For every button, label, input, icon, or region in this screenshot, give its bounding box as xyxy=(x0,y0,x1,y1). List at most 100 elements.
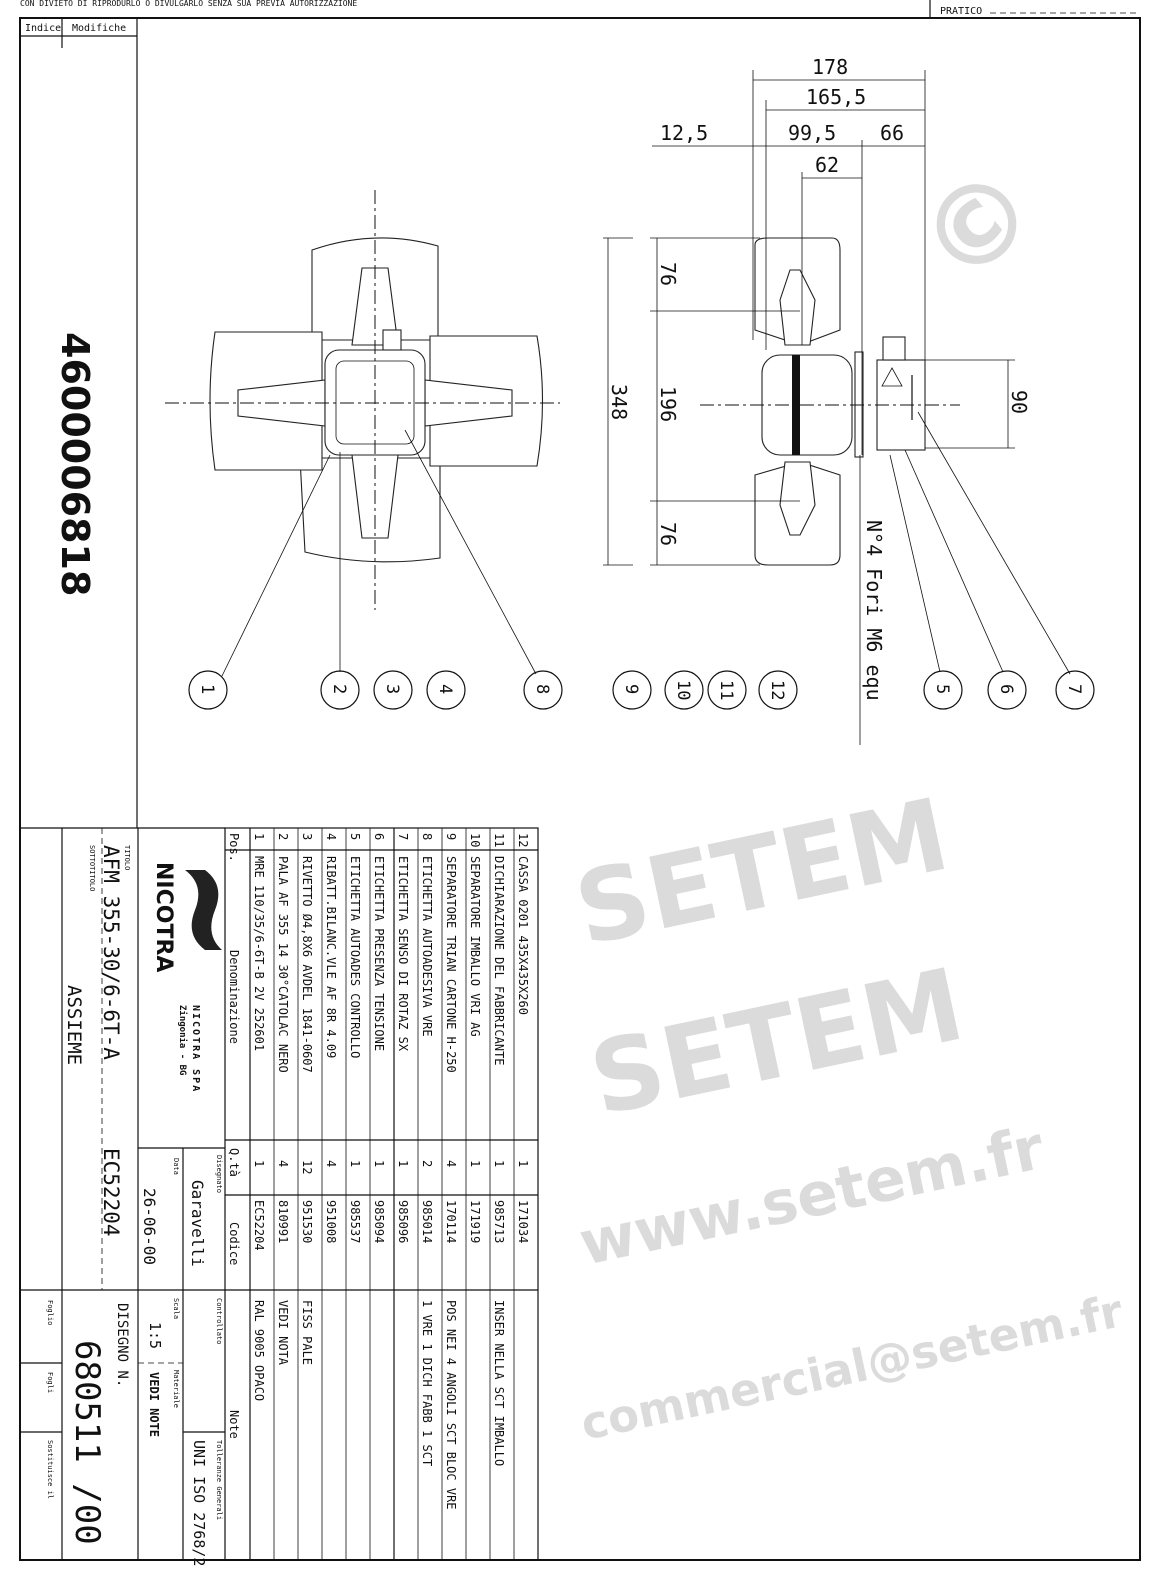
cell-desc: CASSA 0201 435X435X260 xyxy=(516,856,530,1015)
dim-348: 348 xyxy=(607,384,631,420)
cell-qty: 4 xyxy=(324,1160,338,1167)
dim-196: 196 xyxy=(656,386,680,422)
date: 26-06-00 xyxy=(140,1188,159,1265)
sottotitolo-label: SOTTOTITOLO xyxy=(88,845,96,891)
title-block: NICOTRA NICOTRA SPA Zingonia - BG TITOLO… xyxy=(20,827,225,1566)
dim-99-5: 99,5 xyxy=(788,121,836,145)
balloon-label: 5 xyxy=(932,684,952,694)
dimensions: 178 165,5 12,5 99,5 66 62 348 76 196 76 … xyxy=(603,55,1031,745)
parts-table-border xyxy=(224,827,539,1561)
cell-note: VEDI NOTA xyxy=(276,1300,290,1366)
leader-5 xyxy=(889,454,941,673)
cell-pos: 7 xyxy=(396,833,410,840)
fogli-label: Fogli xyxy=(46,1372,54,1393)
balloon-label: 4 xyxy=(435,684,455,694)
side-spider-top xyxy=(779,269,816,346)
company-location: Zingonia - BG xyxy=(177,1005,188,1075)
header-qty: Q.tà xyxy=(227,1148,241,1177)
watermark-copyright: © xyxy=(894,141,1061,310)
balloon-8: 8 xyxy=(523,670,563,710)
cell-desc: ETICHETTA SENSO DI ROTAZ SX xyxy=(396,856,410,1052)
data-label: Data xyxy=(172,1158,180,1175)
cell-pos: 1 xyxy=(252,833,266,840)
cell-qty: 1 xyxy=(348,1160,362,1167)
balloon-3: 3 xyxy=(373,670,413,710)
drawn-by: Garavelli xyxy=(188,1180,207,1267)
dim-90: 90 xyxy=(1007,390,1031,414)
watermark: SETEM SETEM www.setem.fr commercial@sete… xyxy=(566,141,1128,1451)
balloon-circle xyxy=(664,670,704,710)
cell-code: 951530 xyxy=(300,1200,314,1243)
cell-code: 810991 xyxy=(276,1200,290,1243)
header-codice: Codice xyxy=(227,1222,241,1265)
watermark-url: www.setem.fr xyxy=(574,1113,1051,1280)
cell-code: 171034 xyxy=(516,1200,530,1243)
materiale-label: Materiale xyxy=(172,1370,180,1408)
dim-76-top: 76 xyxy=(656,262,680,286)
cell-code: 985713 xyxy=(492,1200,506,1243)
title: AFM 355-30/6-6T-A xyxy=(99,845,123,1060)
terminal-box-gland xyxy=(882,336,906,361)
cell-qty: 1 xyxy=(492,1160,506,1167)
cell-pos: 6 xyxy=(372,833,386,840)
cell-qty: 2 xyxy=(420,1160,434,1167)
header-note: Note xyxy=(227,1410,241,1439)
balloon-label: 7 xyxy=(1064,684,1084,694)
balloon-label: 10 xyxy=(673,680,693,700)
cell-note: FISS PALE xyxy=(300,1300,314,1365)
balloon-9: 9 xyxy=(612,670,652,710)
cell-code: 985096 xyxy=(396,1200,410,1243)
scale: 1:5 xyxy=(146,1322,164,1349)
cell-pos: 5 xyxy=(348,833,362,840)
drawing-number: 680511 /00 xyxy=(67,1340,107,1545)
balloon-label: 2 xyxy=(329,684,349,694)
balloon-circle xyxy=(188,670,228,710)
disegno-label: DISEGNO N. xyxy=(114,1303,130,1387)
dim-66: 66 xyxy=(880,121,904,145)
article-number: 4600006818 xyxy=(53,332,97,596)
nicotra-logo-text: NICOTRA xyxy=(151,862,176,972)
balloon-1: 1 xyxy=(188,670,228,710)
cell-note: RAL 9005 OPACO xyxy=(252,1300,266,1401)
balloon-label: 1 xyxy=(197,684,217,694)
parts-table: Pos. Denominazione Q.tà Codice Note 1MRE… xyxy=(224,827,539,1561)
balloon-circle xyxy=(373,670,413,710)
cell-code: 985014 xyxy=(420,1200,434,1243)
cell-code: 985537 xyxy=(348,1200,362,1243)
balloon-label: 9 xyxy=(621,684,641,694)
subtitle: ASSIEME xyxy=(63,985,85,1065)
cell-code: 985094 xyxy=(372,1200,386,1243)
side-spider-bottom xyxy=(779,461,816,536)
dim-165-5: 165,5 xyxy=(806,85,866,109)
cell-pos: 8 xyxy=(420,833,434,840)
cell-desc: PALA AF 355 14 30°CATOLAC NERO xyxy=(276,856,290,1073)
header-denominazione: Denominazione xyxy=(227,950,241,1044)
balloon-5: 5 xyxy=(923,670,963,710)
controllato-label: Controllato xyxy=(215,1298,223,1344)
sheet-border xyxy=(19,17,1141,1561)
cell-pos: 3 xyxy=(300,833,314,840)
foglio-label: Foglio xyxy=(46,1300,54,1325)
cell-desc: MRE 110/35/6-6T-B 2V 252601 xyxy=(252,856,266,1051)
cable-gland xyxy=(382,329,402,351)
cell-desc: RIBATT.BILANC.VLE AF 8R 4.09 xyxy=(324,856,338,1058)
cell-qty: 12 xyxy=(300,1160,314,1174)
material: VEDI NOTE xyxy=(147,1372,161,1437)
tolerances: UNI ISO 2768/2 xyxy=(190,1440,208,1566)
balloon-11: 11 xyxy=(707,670,747,710)
cell-code: 171919 xyxy=(468,1200,482,1243)
cell-qty: 4 xyxy=(444,1160,458,1167)
leader-1 xyxy=(221,454,331,677)
sostituisce-label: Sostituisce il xyxy=(46,1440,54,1499)
balloon-circle xyxy=(923,670,963,710)
cell-desc: SEPARATORE TRIAN CARTONE H-250 xyxy=(444,856,458,1073)
modifiche-label: Modifiche xyxy=(72,23,126,34)
